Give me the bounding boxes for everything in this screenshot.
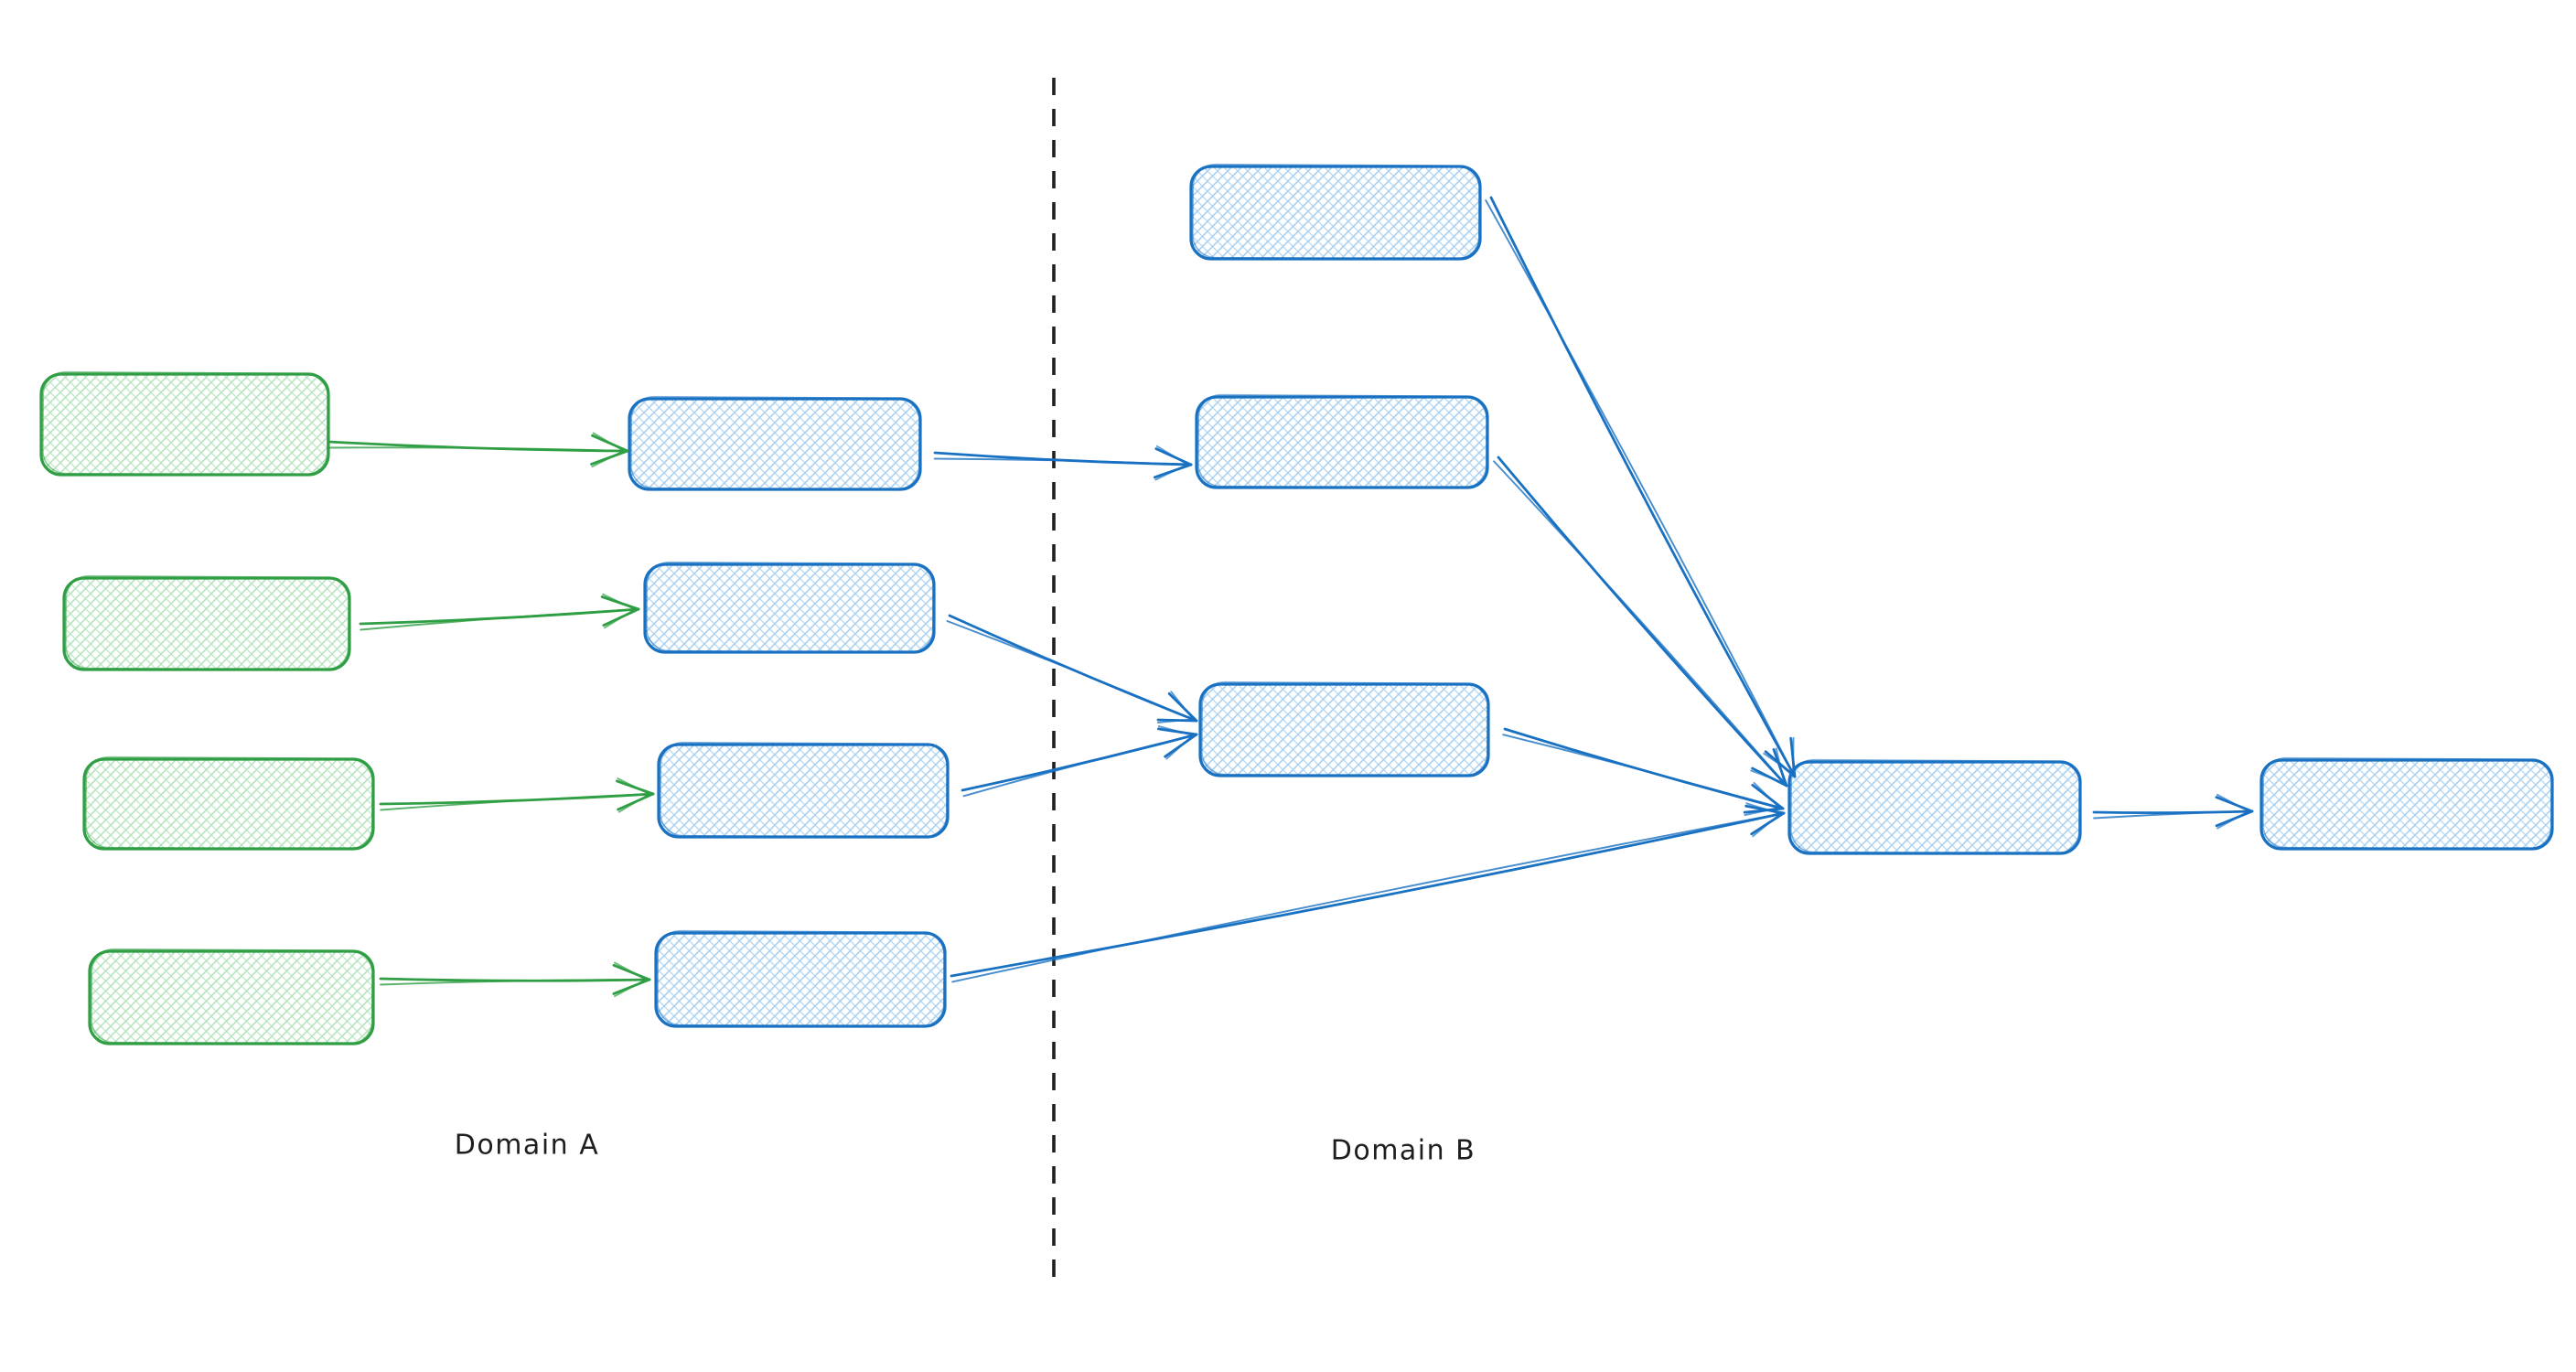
arrow-b2-b4[interactable] xyxy=(1493,456,1788,788)
arrow-b1-b4[interactable] xyxy=(1485,196,1797,778)
label-domain-b[interactable]: Domain B xyxy=(1330,1134,1476,1167)
arrow-g2-a2[interactable] xyxy=(359,593,640,631)
node-g4[interactable] xyxy=(88,948,375,1045)
node-g1[interactable] xyxy=(39,370,330,477)
node-g3[interactable] xyxy=(82,756,375,851)
node-a1[interactable] xyxy=(628,395,922,491)
arrow-b4-b5[interactable] xyxy=(2092,793,2254,830)
arrow-a2-b3[interactable] xyxy=(946,614,1198,724)
arrow-a1-b2[interactable] xyxy=(933,445,1193,481)
arrow-g4-a4[interactable] xyxy=(379,961,651,998)
arrow-a3-b3[interactable] xyxy=(961,725,1198,798)
node-b5[interactable] xyxy=(2259,756,2554,851)
node-a2[interactable] xyxy=(643,561,936,654)
label-domain-a[interactable]: Domain A xyxy=(454,1129,600,1162)
arrow-a4-b4[interactable] xyxy=(950,802,1786,983)
node-g2[interactable] xyxy=(62,574,351,671)
node-b2[interactable] xyxy=(1195,393,1489,489)
node-a3[interactable] xyxy=(657,741,950,839)
node-a4[interactable] xyxy=(654,929,947,1028)
arrow-g1-a1[interactable] xyxy=(327,432,629,468)
arrow-g3-a3[interactable] xyxy=(379,777,655,813)
node-b3[interactable] xyxy=(1198,681,1490,777)
node-b4[interactable] xyxy=(1787,758,2082,855)
arrow-b3-b4[interactable] xyxy=(1502,727,1785,817)
node-b1[interactable] xyxy=(1189,163,1482,261)
